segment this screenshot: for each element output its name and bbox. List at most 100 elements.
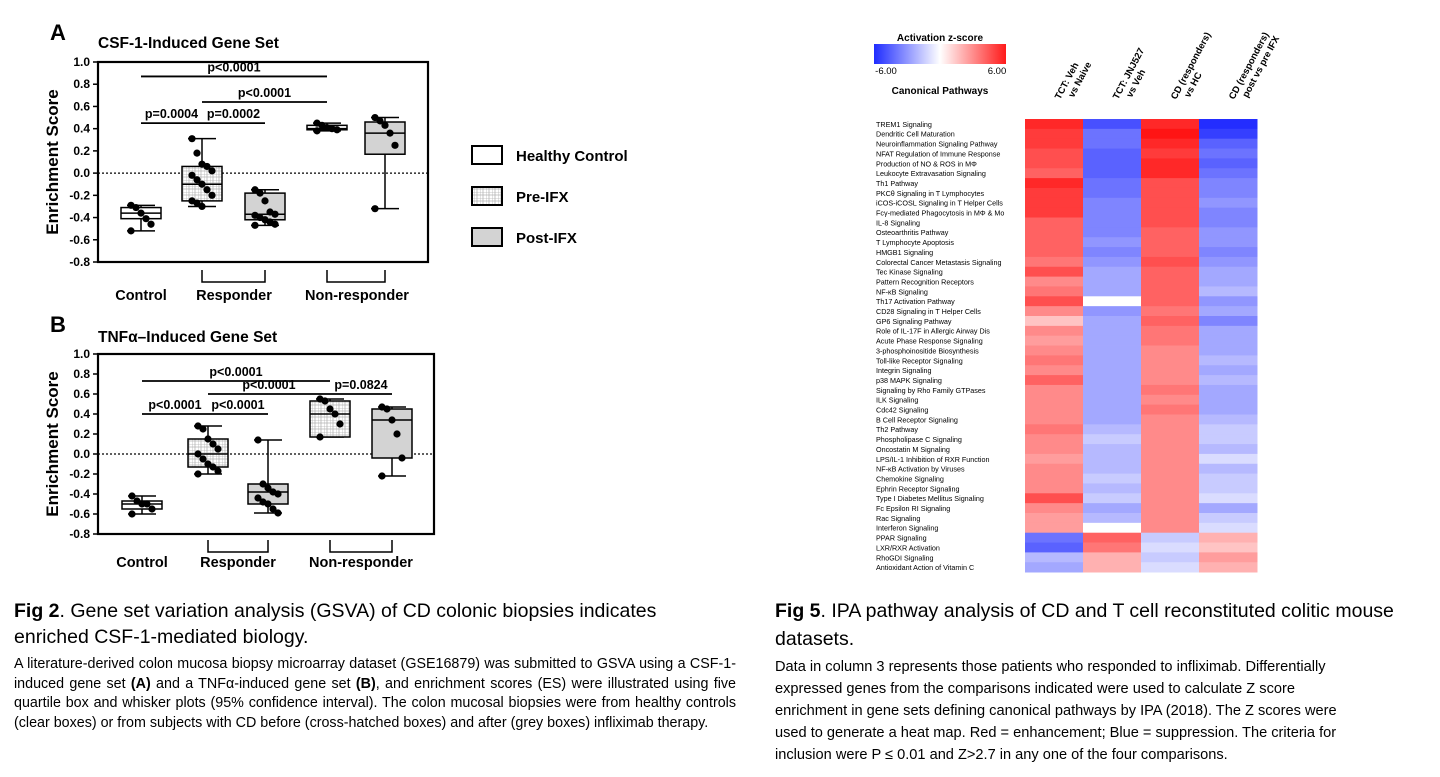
heatmap-cell [1199,394,1258,406]
heatmap-cell [1083,493,1142,504]
heatmap-cell [1199,266,1258,277]
heatmap-cell [1083,365,1142,376]
heatmap-cell [1199,168,1258,179]
heatmap-row-label: Th17 Activation Pathway [876,297,955,306]
box-body [371,408,413,459]
y-tick-label: 0.2 [73,427,90,441]
heatmap-row-label: Cdc42 Signaling [876,406,928,415]
fig5-heatmap: Activation z-score -6.00 6.00 Canonical … [874,31,1280,573]
heatmap-row-label: TREM1 Signaling [876,120,932,129]
heatmap-cell [1199,276,1258,287]
heatmap-cell [1141,217,1200,228]
heatmap-row-label: Ephrin Receptor Signaling [876,484,960,493]
fig2-caption-title: Fig 2. Gene set variation analysis (GSVA… [14,600,657,648]
heatmap-cell [1025,473,1084,484]
heatmap-cell [1141,148,1200,159]
y-tick-label: 0.8 [73,367,90,381]
data-point [148,505,156,513]
heatmap-cell [1199,483,1258,494]
heatmap-cell [1083,119,1142,130]
y-tick-label: -0.4 [69,487,90,501]
heatmap-cell [1141,237,1200,248]
data-point [391,141,399,149]
y-tick-label: -0.2 [69,188,90,202]
legend-label: Post-IFX [516,230,577,247]
heatmap-row-label: IL-8 Signaling [876,218,920,227]
heatmap-cell [1083,404,1142,415]
heatmap-cell [1025,138,1084,149]
heatmap-cell [1141,414,1200,425]
heatmap-cell [1141,119,1200,130]
data-point [128,510,136,518]
heatmap-cell [1141,552,1200,563]
heatmap-cell [1199,138,1258,149]
p-value-label: p=0.0002 [207,107,260,121]
heatmap-cell [1083,355,1142,366]
heatmap-cell [1141,404,1200,415]
heatmap-cell [1025,375,1084,386]
plot-frame [96,352,436,536]
y-tick-label: -0.8 [69,527,90,541]
heatmap-cell [1025,306,1084,317]
heatmap-cell [1025,119,1084,130]
fig2-label: Fig 2 [14,600,60,622]
heatmap-cell [1025,296,1084,307]
heatmap-row-label: NF-κB Activation by Viruses [876,465,965,474]
data-point [393,430,401,438]
heatmap-cell [1083,256,1142,268]
heatmap-row-label: Leukocyte Extravasation Signaling [876,169,986,178]
group-bracket [329,540,393,553]
box-clear [121,492,163,518]
heatmap-cell [1083,384,1142,396]
heatmap-cell [1025,414,1084,425]
heatmap-cell [1083,542,1142,553]
data-point [321,397,329,405]
heatmap-cell [1141,207,1200,218]
heatmap-cell [1141,266,1200,277]
heatmap-cell [1141,138,1200,149]
heatmap-cell [1025,532,1084,543]
heatmap-cell [1199,522,1258,534]
heatmap-cell [1199,365,1258,376]
heatmap-cell [1141,256,1200,268]
heatmap-cell [1083,473,1142,484]
heatmap-row-label: Oncostatin M Signaling [876,445,950,454]
y-tick-label: -0.6 [69,233,90,247]
heatmap-cell [1199,375,1258,386]
heatmap-cell [1025,207,1084,218]
p-value-label: p<0.0001 [148,398,201,412]
data-point [204,435,212,443]
data-point [142,215,150,223]
heatmap-row-label: Production of NO & ROS in MΦ [876,159,977,168]
group-label: Control [116,555,168,571]
heatmap-cell [1083,138,1142,149]
heatmap-column-label: CD (responders)vs HC [1169,31,1223,107]
data-point [199,455,207,463]
heatmap-cell [1025,493,1084,504]
heatmap-row-label: Pattern Recognition Receptors [876,277,974,286]
heatmap-cell [1025,178,1084,189]
data-point [194,470,202,478]
heatmap-cell [1083,237,1142,248]
heatmap-row-label: Signaling by Rho Family GTPases [876,386,986,395]
heatmap-cell [1083,552,1142,563]
data-point [269,505,277,513]
heatmap-cell [1083,306,1142,317]
heatmap-cell [1083,158,1142,169]
heatmap-cell [1025,562,1084,573]
heatmap-cell [1199,493,1258,504]
heatmap-cell [1083,197,1142,209]
heatmap-cell [1083,522,1142,534]
heatmap-cell [1199,345,1258,356]
heatmap-cell [1199,286,1258,297]
heatmap-cell [1025,237,1084,248]
heatmap-cell [1141,365,1200,376]
heatmap-cell [1141,424,1200,435]
heatmap-cell [1199,335,1258,346]
y-tick-label: 0.6 [73,387,90,401]
heatmap-cell [1199,187,1258,199]
box-clear [120,201,162,235]
heatmap-row-label: Role of IL-17F in Allergic Airway Dis [876,327,990,336]
heatmap-cell [1199,503,1258,514]
heatmap-row-label: Th1 Pathway [876,179,918,188]
